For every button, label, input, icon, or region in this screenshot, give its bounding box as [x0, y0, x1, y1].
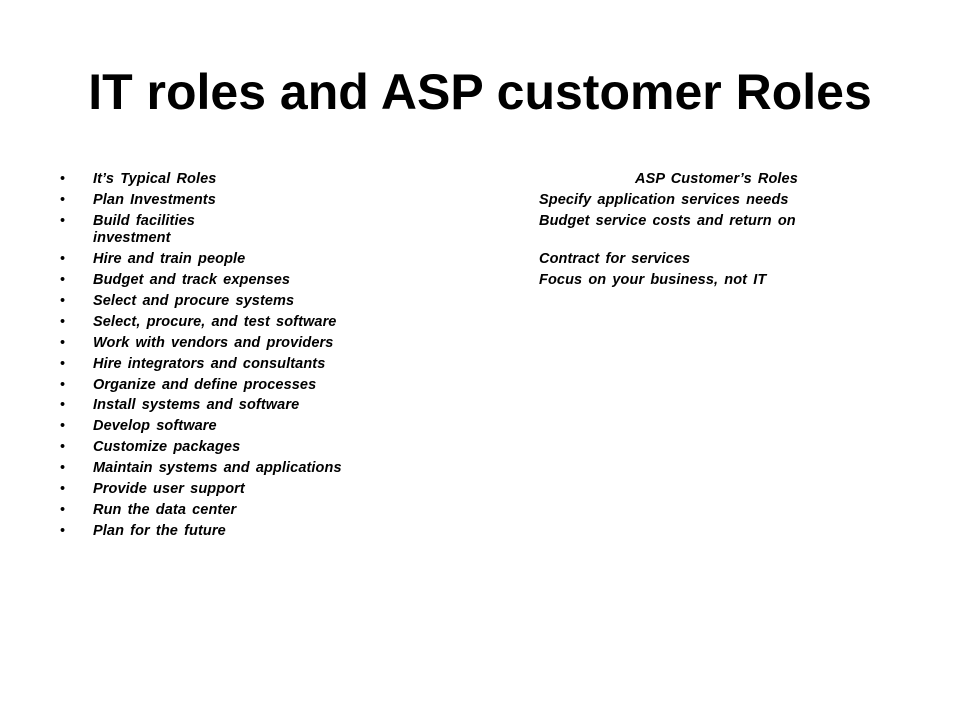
list-item: • Hire integrators and consultants [60, 356, 860, 374]
asp-role-text: Budget service costs and return on [539, 212, 796, 229]
it-role-text: Plan for the future [93, 522, 226, 539]
asp-role-text: Focus on your business, not IT [539, 272, 767, 289]
bullet-icon: • [60, 251, 66, 268]
list-item: • Provide user support [60, 481, 860, 499]
it-role-text: Hire integrators and consultants [93, 355, 326, 372]
bullet-icon: • [60, 292, 66, 309]
bullet-icon: • [60, 376, 66, 393]
asp-customer-roles-header: ASP Customer’s Roles [635, 171, 798, 187]
it-role-text: Work with vendors and providers [93, 334, 334, 351]
bullet-icon: • [60, 522, 66, 539]
bullet-icon: • [60, 480, 66, 497]
list-item: • Budget and track expenses Focus on you… [60, 272, 860, 290]
it-role-text: Select, procure, and test software [93, 313, 337, 330]
list-item: • Develop software [60, 418, 860, 436]
it-role-text: Develop software [93, 418, 217, 435]
bullet-icon: • [60, 313, 66, 330]
list-item: • Select and procure systems [60, 293, 860, 311]
it-typical-roles-header: It’s Typical Roles [93, 171, 217, 187]
list-item: • Select, procure, and test software [60, 314, 860, 332]
list-item: • Customize packages [60, 439, 860, 457]
list-item: • Maintain systems and applications [60, 460, 860, 478]
it-role-text: Hire and train people [93, 251, 246, 268]
it-role-text: Run the data center [93, 501, 237, 518]
asp-role-continuation: investment [93, 230, 171, 247]
bullet-icon: • [60, 418, 66, 435]
it-role-text: Organize and define processes [93, 376, 317, 393]
list-item: • Install systems and software [60, 397, 860, 415]
it-role-text: Maintain systems and applications [93, 460, 342, 477]
bullet-icon: • [60, 439, 66, 456]
it-role-text: Install systems and software [93, 397, 300, 414]
list-item: • Run the data center [60, 502, 860, 520]
it-role-text: Budget and track expenses [93, 272, 291, 289]
list-item: • Plan Investments Specify application s… [60, 192, 860, 210]
list-item: • Organize and define processes [60, 377, 860, 395]
bullet-icon: • [60, 334, 66, 351]
list-item: • Build facilities Budget service costs … [60, 213, 860, 248]
list-item: • Plan for the future [60, 523, 860, 541]
bullet-icon: • [60, 212, 66, 229]
list-item: • Work with vendors and providers [60, 335, 860, 353]
it-role-text: Customize packages [93, 439, 241, 456]
bullet-icon: • [60, 171, 66, 187]
roles-bullet-list: • It’s Typical Roles ASP Customer’s Role… [60, 171, 860, 544]
asp-role-text: Specify application services needs [539, 191, 789, 208]
bullet-icon: • [60, 501, 66, 518]
it-role-text: Provide user support [93, 480, 245, 497]
bullet-icon: • [60, 397, 66, 414]
it-role-text: Plan Investments [93, 191, 216, 208]
list-item: • It’s Typical Roles ASP Customer’s Role… [60, 171, 860, 189]
it-role-text: Select and procure systems [93, 292, 295, 309]
slide-title: IT roles and ASP customer Roles [88, 64, 872, 120]
it-role-text: Build facilities [93, 212, 195, 229]
asp-role-text: Contract for services [539, 251, 691, 268]
list-item: • Hire and train people Contract for ser… [60, 251, 860, 269]
bullet-icon: • [60, 460, 66, 477]
bullet-icon: • [60, 272, 66, 289]
bullet-icon: • [60, 191, 66, 208]
bullet-icon: • [60, 355, 66, 372]
